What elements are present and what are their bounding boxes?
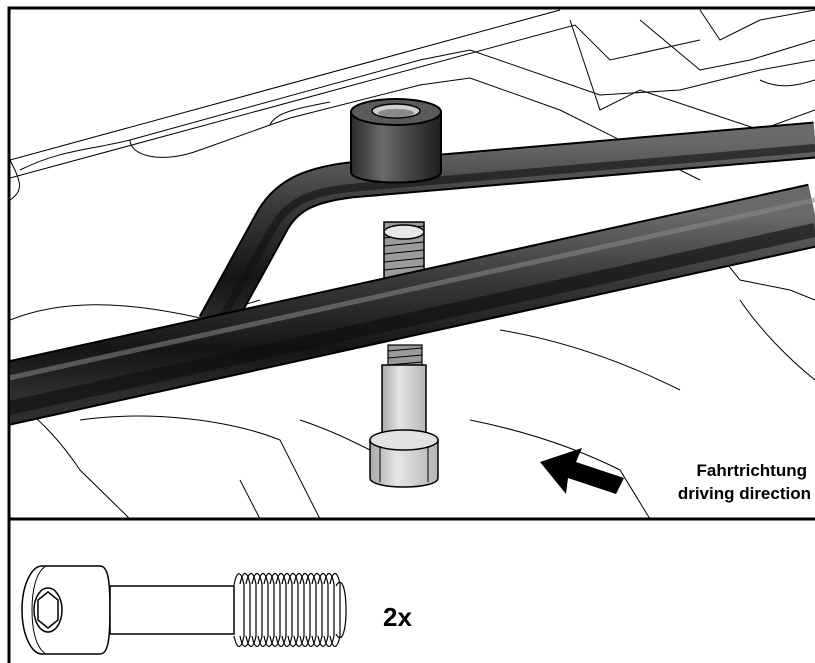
parts-screw-icon xyxy=(21,565,347,655)
direction-label-german: Fahrtrichtung xyxy=(697,461,808,480)
main-frame-tube xyxy=(10,183,815,426)
upper-frame-tube xyxy=(198,121,815,334)
parts-quantity: 2x xyxy=(383,602,412,632)
vehicle-body-outline xyxy=(10,9,815,519)
direction-label-english: driving direction xyxy=(678,484,811,503)
diagram-frame xyxy=(7,6,815,663)
driving-direction-arrow-icon xyxy=(540,448,624,494)
spacer-sleeve xyxy=(350,98,442,184)
mounting-screw xyxy=(369,344,439,488)
